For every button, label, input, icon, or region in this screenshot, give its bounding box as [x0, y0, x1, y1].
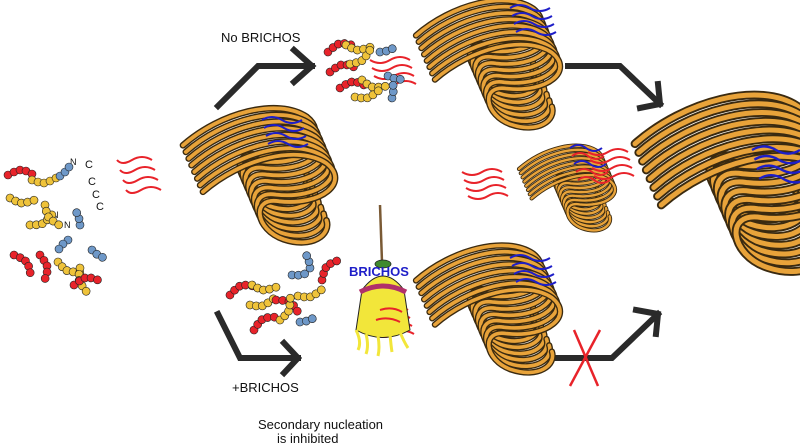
nucleated-fibril	[462, 145, 615, 230]
terminus-c-label: C	[85, 159, 93, 171]
terminus-c-label: C	[88, 176, 96, 188]
arrow-icon	[218, 50, 312, 106]
plus-brichos-label: +BRICHOS	[232, 380, 299, 395]
free-monomers-brichos	[223, 250, 343, 335]
caption-line-1: Secondary nucleation	[258, 417, 383, 432]
right-fibril	[588, 95, 800, 271]
top-fibril	[370, 0, 560, 127]
terminus-n-label: N	[64, 220, 71, 230]
central-fibril	[117, 108, 335, 242]
no-brichos-label: No BRICHOS	[221, 30, 301, 45]
broom-icon	[356, 205, 410, 356]
arrow-icon	[553, 310, 658, 358]
brichos-label: BRICHOS	[349, 264, 409, 279]
terminus-c-label: C	[96, 201, 104, 213]
arrow-icon	[568, 66, 660, 108]
terminus-c-label: C	[92, 189, 100, 201]
bound-monomers	[322, 36, 406, 105]
caption-line-2: is inhibited	[277, 431, 338, 446]
